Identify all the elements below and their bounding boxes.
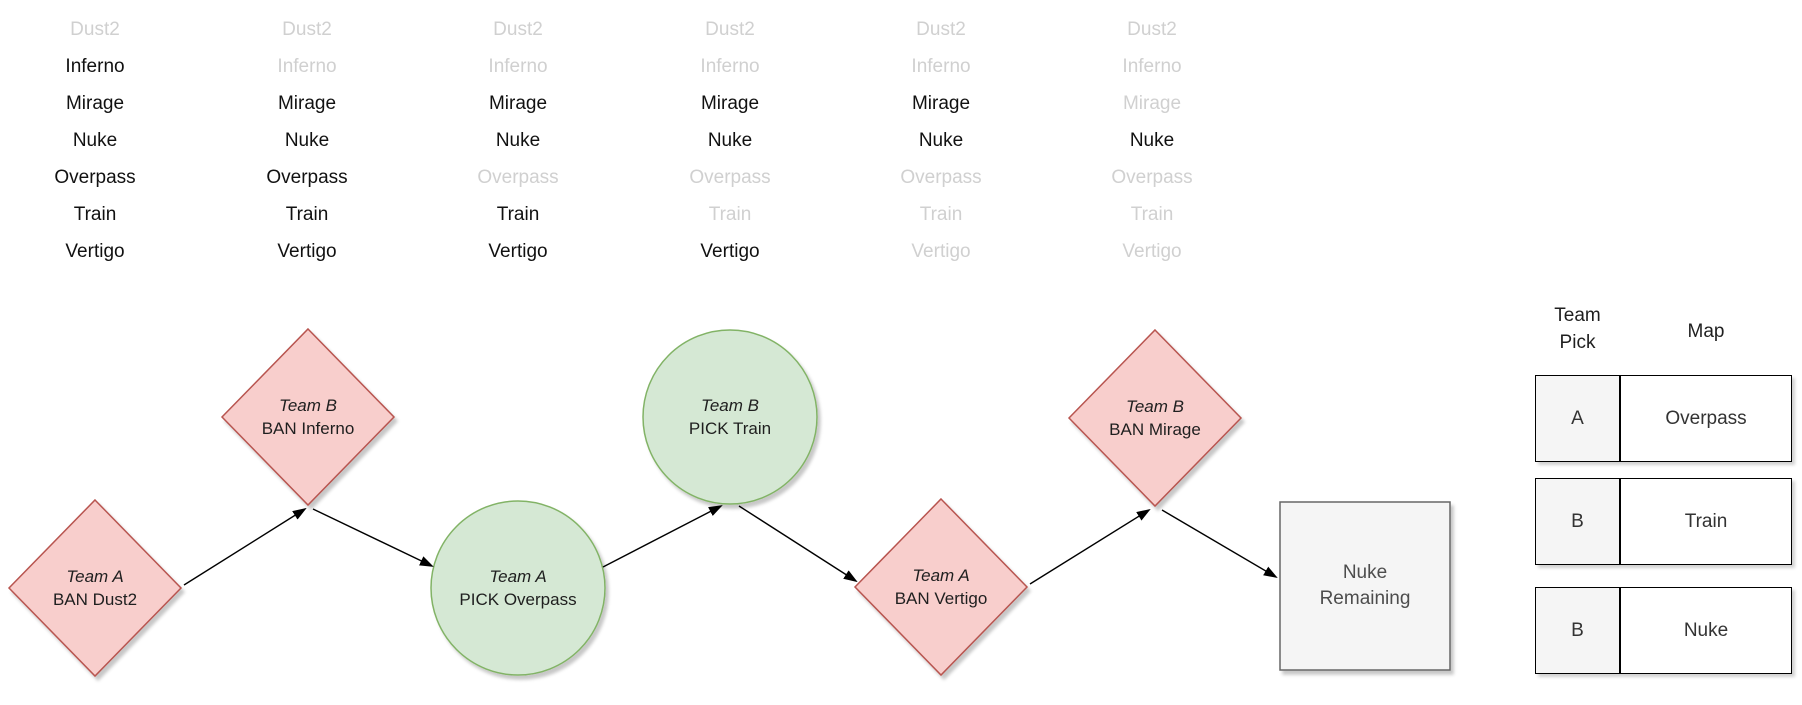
map-pool-entry: Vertigo [277, 241, 337, 262]
ban-node-shape [220, 327, 396, 507]
map-pool-entry: Inferno [700, 56, 760, 77]
summary-header-team-pick-line2: Pick [1559, 332, 1596, 353]
flow-arrow [1029, 508, 1151, 585]
map-pool-entry: Mirage [1122, 93, 1182, 114]
summary-map-cell: Train [1620, 478, 1792, 565]
summary-team-cell: B [1535, 478, 1620, 565]
veto-step-team: Team A [912, 566, 970, 585]
result-label-line: Nuke [1342, 562, 1388, 583]
map-pool-entry: Dust2 [493, 19, 543, 40]
map-pool-entry: Dust2 [916, 19, 966, 40]
map-pool-entry: Train [919, 204, 963, 225]
veto-step-team: Team A [66, 567, 124, 586]
flow-arrow [602, 505, 723, 568]
veto-step-label: Team A BAN Dust2 [10, 565, 180, 611]
veto-step-team: Team B [701, 396, 759, 415]
map-pool-entry: Mirage [488, 93, 548, 114]
map-pool-entry: Inferno [277, 56, 337, 77]
veto-step-label: Team B BAN Mirage [1070, 395, 1240, 441]
map-pool-entry: Dust2 [70, 19, 120, 40]
map-pool-entry: Overpass [689, 167, 771, 188]
map-pool-entry: Inferno [488, 56, 548, 77]
map-pool-entry: Vertigo [700, 241, 760, 262]
map-pool-entry: Dust2 [1127, 19, 1177, 40]
map-pool-entry: Vertigo [65, 241, 125, 262]
map-pool-entry: Vertigo [1122, 241, 1182, 262]
map-pool-entry: Nuke [707, 130, 753, 151]
summary-map-cell: Nuke [1620, 587, 1792, 674]
veto-step-label: Team A BAN Vertigo [856, 564, 1026, 610]
ban-node-shape [1067, 328, 1243, 508]
veto-step-label: Team B PICK Train [645, 394, 815, 440]
map-pool-entry: Vertigo [911, 241, 971, 262]
map-pool-entry: Vertigo [488, 241, 548, 262]
map-pool-entry: Train [708, 204, 752, 225]
map-pool-entry: Overpass [1111, 167, 1193, 188]
map-pool-entry: Nuke [495, 130, 541, 151]
summary-team-cell: A [1535, 375, 1620, 462]
map-pool-entry: Mirage [65, 93, 125, 114]
map-pool-entry: Train [496, 204, 540, 225]
veto-step-action: BAN Vertigo [894, 589, 988, 608]
veto-step-label: Team A PICK Overpass [433, 565, 603, 611]
map-pool-entry: Train [285, 204, 329, 225]
veto-step-team: Team B [1126, 397, 1184, 416]
pick-node-shape [642, 329, 818, 505]
map-pool-entry: Nuke [72, 130, 118, 151]
veto-step-action: PICK Overpass [459, 590, 577, 609]
map-pool-entry: Overpass [477, 167, 559, 188]
map-pool-entry: Nuke [1129, 130, 1175, 151]
veto-step-team: Team A [489, 567, 547, 586]
map-pool-entry: Dust2 [705, 19, 755, 40]
flow-arrow [1161, 509, 1278, 579]
summary-header-map: Map [1687, 321, 1725, 342]
result-label-line: Remaining [1319, 588, 1411, 609]
map-pool-entry: Nuke [918, 130, 964, 151]
map-pool-entry: Dust2 [282, 19, 332, 40]
pick-node-shape [430, 500, 606, 676]
map-pool-entry: Nuke [284, 130, 330, 151]
ban-node-shape [7, 498, 183, 678]
summary-team-cell: B [1535, 587, 1620, 674]
summary-header-team-pick-line1: Team [1554, 305, 1601, 326]
map-pool-entry: Inferno [65, 56, 125, 77]
map-pool-entry: Mirage [277, 93, 337, 114]
ban-node-shape [853, 497, 1029, 677]
map-pool-entry: Overpass [900, 167, 982, 188]
map-pool-entry: Overpass [54, 167, 136, 188]
map-pool-entry: Mirage [700, 93, 760, 114]
veto-step-action: BAN Inferno [261, 419, 355, 438]
map-pool-entry: Train [1130, 204, 1174, 225]
veto-step-action: PICK Train [688, 419, 772, 438]
map-pool-entry: Inferno [911, 56, 971, 77]
flow-arrow [738, 505, 858, 583]
summary-map-cell: Overpass [1620, 375, 1792, 462]
map-pool-entry: Train [73, 204, 117, 225]
veto-step-action: BAN Mirage [1109, 420, 1201, 439]
map-pool-entry: Overpass [266, 167, 348, 188]
flow-arrow [183, 507, 307, 586]
summary-header-team-pick: Team Pick [1535, 302, 1620, 356]
flow-arrow [312, 508, 434, 567]
veto-step-label: Team B BAN Inferno [223, 394, 393, 440]
veto-step-action: BAN Dust2 [52, 590, 138, 609]
veto-step-team: Team B [279, 396, 337, 415]
map-pool-entry: Mirage [911, 93, 971, 114]
map-pool-entry: Inferno [1122, 56, 1182, 77]
result-node-shape [1279, 501, 1451, 671]
